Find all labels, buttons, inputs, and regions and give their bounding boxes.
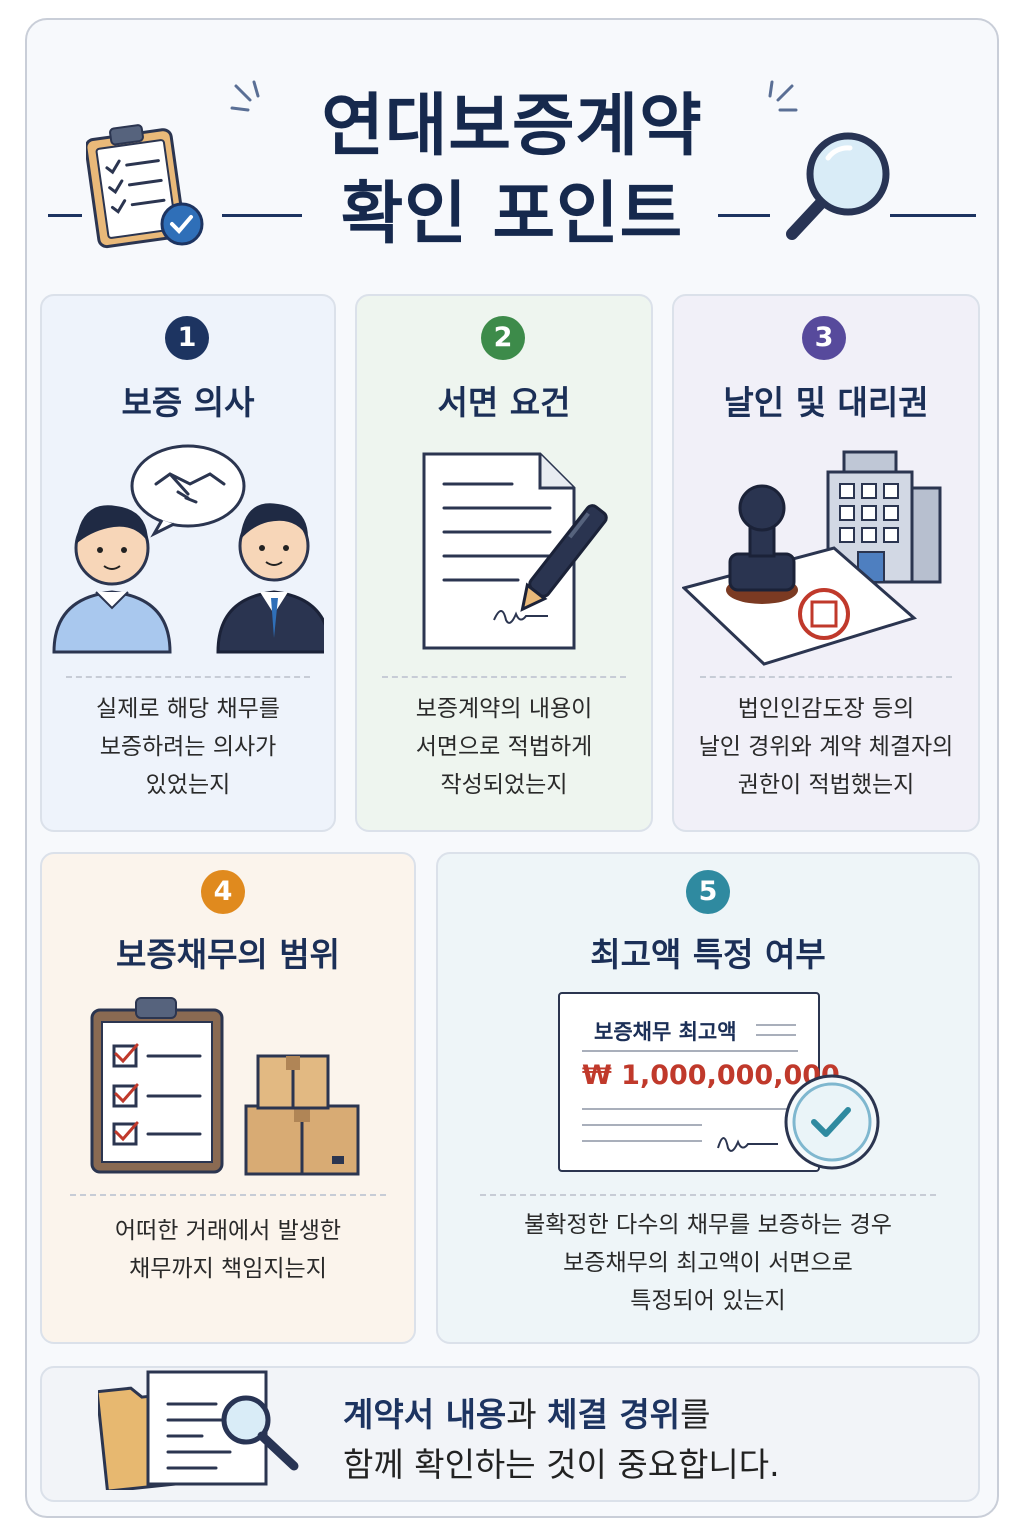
card-3-desc-line-3: 권한이 적법했는지 bbox=[737, 772, 915, 798]
stamp-icon bbox=[682, 484, 918, 666]
footer-line-2: 함께 확인하는 것이 중요합니다. bbox=[343, 1445, 780, 1484]
card-2-divider bbox=[382, 676, 626, 678]
max-amount-doc-line-3 bbox=[582, 1140, 702, 1142]
footer-highlight-contract: 계약서 내용 bbox=[343, 1395, 507, 1434]
max-amount-doc-label-rule-1 bbox=[756, 1024, 796, 1026]
card-2-number-badge: 2 bbox=[481, 316, 525, 360]
card-5-title: 최고액 특정 여부 bbox=[590, 935, 826, 974]
building-icon bbox=[826, 450, 942, 584]
title-rule-left-2 bbox=[222, 214, 302, 217]
checklist-icon bbox=[90, 997, 224, 1174]
magnifier-icon bbox=[786, 132, 890, 240]
page-title-line2: 확인 포인트 bbox=[340, 175, 684, 254]
card-5-description: 불확정한 다수의 채무를 보증하는 경우 보증채무의 최고액이 서면으로 특정되… bbox=[436, 1206, 980, 1320]
card-5-desc-line-3: 특정되어 있는지 bbox=[630, 1288, 786, 1314]
footer-particle: 를 bbox=[680, 1395, 711, 1434]
card-1-desc-line-1: 실제로 해당 채무를 bbox=[96, 696, 280, 722]
card-5-divider bbox=[480, 1194, 936, 1196]
card-4-divider bbox=[70, 1194, 386, 1196]
card-3-desc-line-2: 날인 경위와 계약 체결자의 bbox=[698, 734, 954, 760]
card-5-number-badge: 5 bbox=[686, 870, 730, 914]
card-1-desc-line-3: 있었는지 bbox=[145, 772, 231, 798]
card-1-title: 보증 의사 bbox=[121, 383, 255, 422]
title-rule-left-1 bbox=[48, 214, 82, 217]
card-2-title: 서면 요건 bbox=[437, 383, 571, 422]
card-2-desc-line-2: 서면으로 적법하게 bbox=[415, 734, 593, 760]
max-amount-document: 보증채무 최고액 ₩ 1,000,000,000 bbox=[558, 992, 840, 1172]
card-2-description: 보증계약의 내용이 서면으로 적법하게 작성되었는지 bbox=[355, 690, 653, 804]
card-5-desc-line-1: 불확정한 다수의 채무를 보증하는 경우 bbox=[524, 1212, 892, 1238]
folder-search-icon bbox=[98, 1370, 299, 1490]
max-amount-value: ₩ 1,000,000,000 bbox=[582, 1060, 840, 1091]
card-3-title: 날인 및 대리권 bbox=[723, 383, 929, 422]
title-rule-right-1 bbox=[718, 214, 770, 217]
card-2-desc-line-1: 보증계약의 내용이 bbox=[415, 696, 593, 722]
card-1-divider bbox=[66, 676, 310, 678]
document-pen-icon bbox=[422, 452, 608, 650]
sparkle-right-icon bbox=[768, 80, 798, 112]
max-amount-doc-line-2 bbox=[582, 1124, 702, 1126]
boxes-icon bbox=[244, 1054, 360, 1176]
card-1-desc-line-2: 보증하려는 의사가 bbox=[99, 734, 277, 760]
card-5-desc-line-2: 보증채무의 최고액이 서면으로 bbox=[563, 1250, 853, 1276]
max-amount-doc-line-1 bbox=[582, 1108, 788, 1110]
card-4-number-badge: 4 bbox=[201, 870, 245, 914]
card-2-desc-line-3: 작성되었는지 bbox=[440, 772, 568, 798]
card-4-desc-line-1: 어떠한 거래에서 발생한 bbox=[114, 1218, 342, 1244]
max-amount-doc-label-rule-2 bbox=[756, 1034, 796, 1036]
card-3-divider bbox=[700, 676, 952, 678]
card-4-title: 보증채무의 범위 bbox=[115, 935, 340, 974]
card-3-number-badge: 3 bbox=[802, 316, 846, 360]
card-4-description: 어떠한 거래에서 발생한 채무까지 책임지는지 bbox=[40, 1212, 416, 1288]
check-circle-icon bbox=[784, 1074, 880, 1170]
card-3-desc-line-1: 법인인감도장 등의 bbox=[737, 696, 915, 722]
max-amount-doc-rule bbox=[582, 1050, 798, 1052]
handshake-icon bbox=[52, 444, 324, 654]
card-3-description: 법인인감도장 등의 날인 경위와 계약 체결자의 권한이 적법했는지 bbox=[672, 690, 980, 804]
sparkle-left-icon bbox=[230, 80, 260, 112]
card-1-description: 실제로 해당 채무를 보증하려는 의사가 있었는지 bbox=[40, 690, 336, 804]
page-title-line1: 연대보증계약 bbox=[321, 87, 703, 166]
footer-connector: 과 bbox=[506, 1395, 548, 1434]
signature-icon bbox=[717, 1137, 778, 1152]
footer-highlight-history: 체결 경위 bbox=[547, 1395, 681, 1434]
title-rule-right-2 bbox=[890, 214, 976, 217]
card-1-number-badge: 1 bbox=[165, 316, 209, 360]
footer-line-1: 계약서 내용과 체결 경위를 bbox=[343, 1388, 710, 1436]
clipboard-check-icon bbox=[86, 124, 204, 249]
card-4-desc-line-2: 채무까지 책임지는지 bbox=[129, 1256, 327, 1282]
max-amount-doc-label: 보증채무 최고액 bbox=[594, 1020, 737, 1044]
